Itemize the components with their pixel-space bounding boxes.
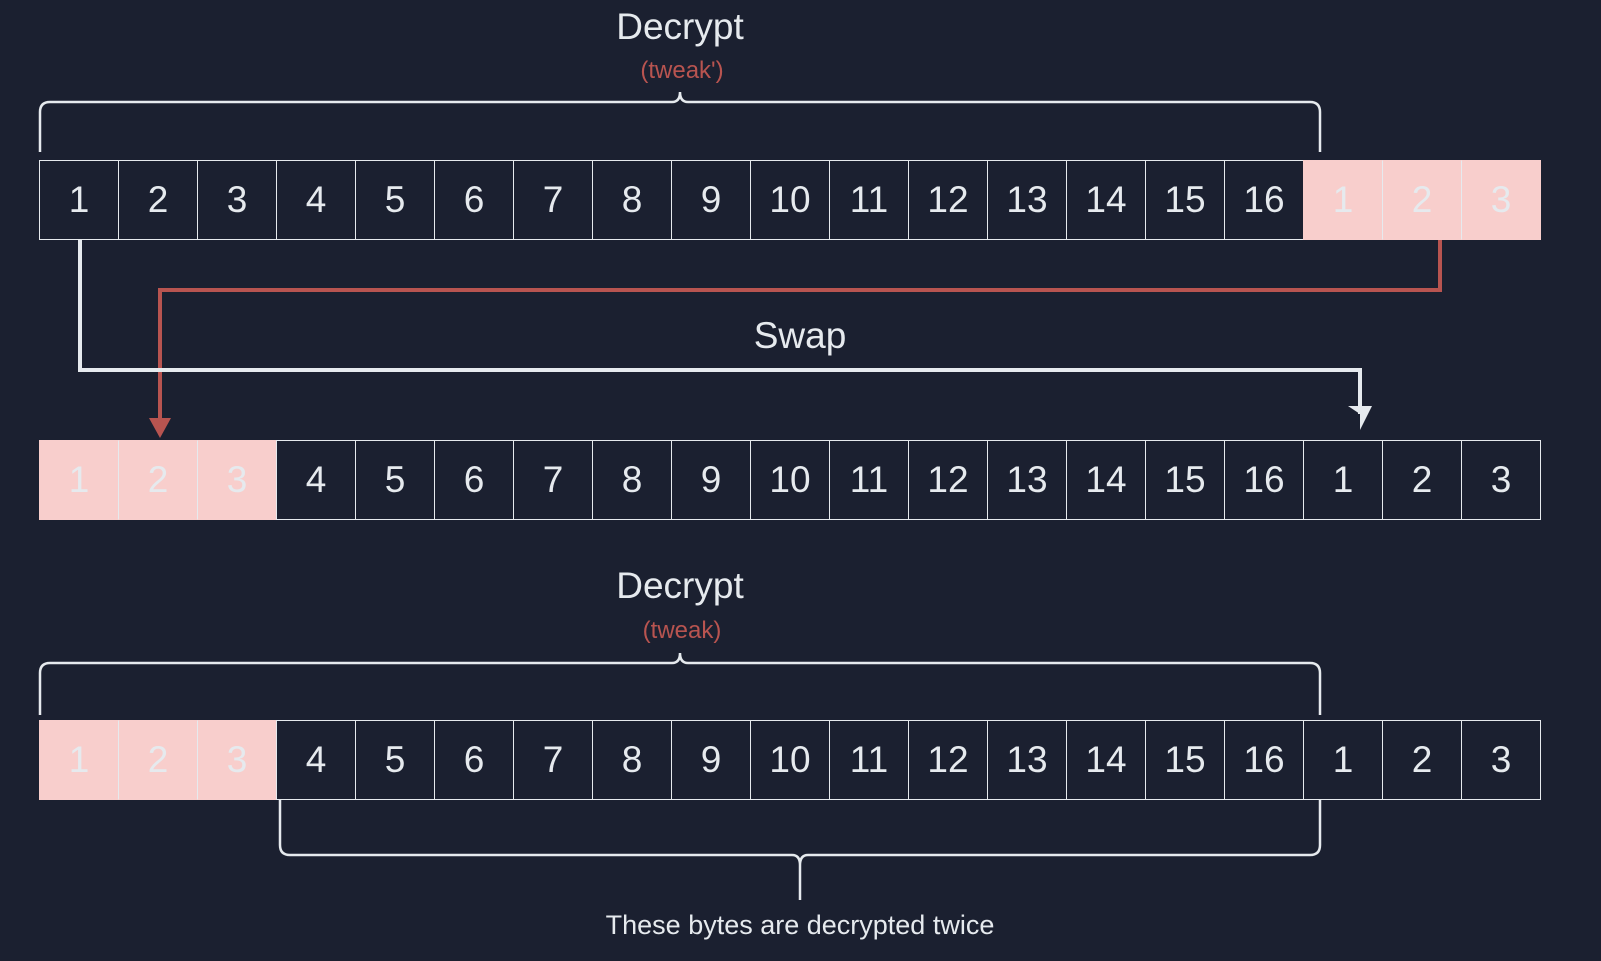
byte-cell: 6	[434, 720, 514, 800]
byte-cell: 16	[1224, 720, 1304, 800]
byte-cell: 3	[197, 720, 277, 800]
byte-cell: 8	[592, 720, 672, 800]
byte-cell: 3	[1461, 160, 1541, 240]
byte-cell: 6	[434, 440, 514, 520]
byte-cell: 3	[1461, 440, 1541, 520]
bottom-decrypt-title: Decrypt	[616, 565, 744, 606]
red-swap-line	[158, 240, 1442, 420]
bottom-tweak-label: (tweak)	[642, 617, 722, 644]
byte-cell: 14	[1066, 720, 1146, 800]
top-tweak-label: (tweak')	[640, 57, 724, 84]
byte-cell: 3	[1461, 720, 1541, 800]
byte-cell: 5	[355, 160, 435, 240]
double-decrypt-brace	[278, 800, 1322, 900]
white-arrowhead	[1348, 406, 1372, 430]
byte-cell: 15	[1145, 160, 1225, 240]
byte-cell: 2	[1382, 160, 1462, 240]
byte-cell: 2	[118, 440, 198, 520]
byte-cell: 1	[39, 160, 119, 240]
byte-cell: 11	[829, 440, 909, 520]
byte-cell: 3	[197, 440, 277, 520]
byte-cell: 9	[671, 160, 751, 240]
swap-label: Swap	[753, 315, 847, 356]
byte-cell: 4	[276, 160, 356, 240]
bottom-top-brace	[38, 652, 1322, 715]
byte-cell: 15	[1145, 720, 1225, 800]
byte-cell: 10	[750, 720, 830, 800]
byte-cell: 14	[1066, 440, 1146, 520]
byte-cell: 13	[987, 720, 1067, 800]
byte-cell: 2	[118, 160, 198, 240]
byte-cell: 7	[513, 160, 593, 240]
byte-cell: 1	[39, 720, 119, 800]
byte-cell: 8	[592, 160, 672, 240]
byte-cell: 3	[197, 160, 277, 240]
byte-cell: 2	[1382, 720, 1462, 800]
byte-cell: 8	[592, 440, 672, 520]
byte-cell: 11	[829, 160, 909, 240]
byte-cell: 1	[1303, 160, 1383, 240]
byte-cell: 5	[355, 440, 435, 520]
byte-cell: 16	[1224, 440, 1304, 520]
byte-cell: 12	[908, 160, 988, 240]
byte-cell: 10	[750, 440, 830, 520]
white-swap-line	[78, 240, 1362, 414]
byte-cell: 1	[1303, 720, 1383, 800]
red-arrowhead	[149, 418, 171, 438]
byte-cell: 13	[987, 440, 1067, 520]
byte-cell: 16	[1224, 160, 1304, 240]
byte-cell: 1	[39, 440, 119, 520]
top-decrypt-title: Decrypt	[616, 6, 744, 47]
byte-cell: 9	[671, 720, 751, 800]
byte-cell: 10	[750, 160, 830, 240]
double-decrypt-note: These bytes are decrypted twice	[605, 910, 995, 940]
byte-cell: 7	[513, 720, 593, 800]
byte-cell: 4	[276, 720, 356, 800]
byte-cell: 14	[1066, 160, 1146, 240]
byte-cell: 15	[1145, 440, 1225, 520]
byte-cell: 12	[908, 440, 988, 520]
byte-cell: 5	[355, 720, 435, 800]
byte-cell: 11	[829, 720, 909, 800]
byte-cell: 4	[276, 440, 356, 520]
byte-cell: 12	[908, 720, 988, 800]
byte-cell: 2	[118, 720, 198, 800]
top-brace	[38, 91, 1322, 152]
byte-cell: 7	[513, 440, 593, 520]
byte-cell: 6	[434, 160, 514, 240]
byte-cell: 2	[1382, 440, 1462, 520]
byte-cell: 9	[671, 440, 751, 520]
byte-cell: 13	[987, 160, 1067, 240]
byte-cell: 1	[1303, 440, 1383, 520]
